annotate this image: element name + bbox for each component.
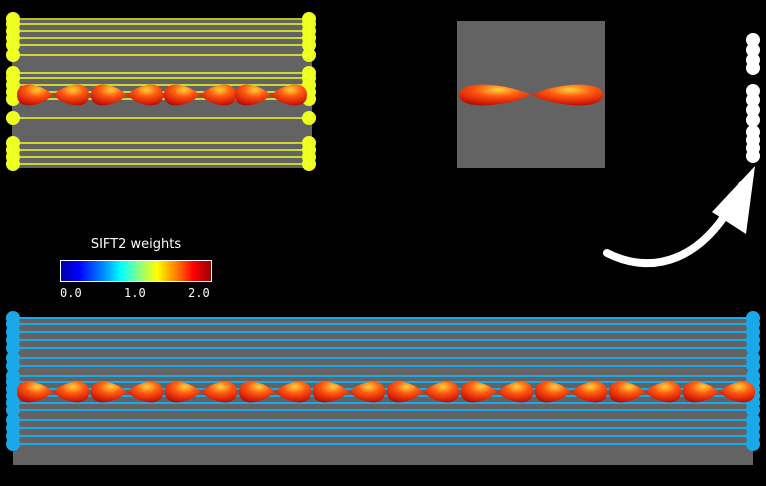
fixel-lobe-left [91, 381, 127, 403]
fixel-glyph [165, 381, 237, 403]
target-endpoint [746, 103, 760, 117]
fixel-lobe-left [535, 381, 571, 403]
curved-arrow-shaft [603, 181, 746, 268]
fixel-lobe-left [91, 84, 127, 106]
streamline-endpoint [746, 341, 760, 355]
fixel-lobe-left [683, 381, 719, 403]
target-endpoint [746, 149, 760, 163]
fixel-glyph [91, 84, 163, 106]
streamline-endpoint [302, 38, 316, 52]
streamline-endpoint [6, 157, 20, 171]
fixel-lobe-right [200, 84, 236, 106]
colorbar-tick-max: 2.0 [188, 286, 210, 300]
fixel-lobe-left [461, 381, 497, 403]
streamline-endpoint [746, 359, 760, 373]
streamline-endpoint [6, 437, 20, 451]
fixel-lobe-right [271, 84, 307, 106]
fixel-lobe-left [387, 381, 423, 403]
colorbar-tick-mid: 1.0 [124, 286, 146, 300]
streamline-endpoint [6, 48, 20, 62]
fixel-lobe-right [127, 84, 163, 106]
fixel-lobe-right [571, 381, 607, 403]
streamline-endpoint [6, 92, 20, 106]
fixel-glyph [91, 381, 163, 403]
fixel-lobe-left [239, 381, 275, 403]
fixel-lobe-left [235, 84, 271, 106]
fixel-lobe-right [53, 84, 89, 106]
fixel-lobe-right [53, 381, 89, 403]
fixel-lobe-left [164, 84, 200, 106]
top-fixel-lobes [17, 84, 307, 106]
colorbar-tick-min: 0.0 [60, 286, 82, 300]
fixel-glyph [535, 381, 607, 403]
streamline-endpoint [302, 157, 316, 171]
target-endpoint-column [746, 33, 760, 163]
fixel-glyph [387, 381, 459, 403]
fixel-lobe-right [531, 84, 603, 106]
top-endpoints [6, 12, 316, 171]
target-endpoint [746, 33, 760, 47]
fixel-glyph [164, 84, 236, 106]
fixel-lobe-right [349, 381, 385, 403]
fixel-lobe-left [609, 381, 645, 403]
curved-arrow-head [712, 166, 755, 234]
fixel-lobe-left [165, 381, 201, 403]
streamline-endpoint [6, 38, 20, 52]
streamline-endpoint [302, 111, 316, 125]
fixel-glyph [461, 381, 533, 403]
bottom-streamlines [13, 317, 753, 445]
fixel-lobe-right [127, 381, 163, 403]
fixel-glyph [609, 381, 681, 403]
bottom-fixel-lobes [17, 381, 755, 403]
fixel-lobe-right [497, 381, 533, 403]
fixel-lobe-left [459, 84, 531, 106]
fixel-glyph [239, 381, 311, 403]
target-endpoint [746, 113, 760, 127]
fixel-glyph [683, 381, 755, 403]
inset-fixel-lobe [459, 84, 603, 106]
streamline-endpoint [746, 403, 760, 417]
streamline-endpoint [6, 359, 20, 373]
top-streamlines [13, 18, 309, 165]
fixel-lobe-right [423, 381, 459, 403]
colorbar [60, 260, 212, 282]
fixel-glyph [17, 381, 89, 403]
bottom-endpoints [6, 311, 760, 451]
fixel-lobe-right [719, 381, 755, 403]
streamline-endpoint [6, 341, 20, 355]
fixel-glyph [235, 84, 307, 106]
streamline-endpoint [746, 437, 760, 451]
streamline-endpoint [302, 48, 316, 62]
fixel-glyph [313, 381, 385, 403]
fixel-lobe-right [645, 381, 681, 403]
fixel-glyph [17, 84, 89, 106]
fixel-lobe-right [201, 381, 237, 403]
fixel-lobe-left [17, 84, 53, 106]
fixel-lobe-left [313, 381, 349, 403]
target-endpoint [746, 43, 760, 57]
fixel-lobe-right [275, 381, 311, 403]
streamline-endpoint [6, 111, 20, 125]
target-endpoint [746, 61, 760, 75]
target-endpoint [746, 93, 760, 107]
fixel-glyph [459, 84, 603, 106]
streamline-endpoint [6, 403, 20, 417]
fixel-lobe-left [17, 381, 53, 403]
colorbar-title: SIFT2 weights [90, 237, 182, 252]
